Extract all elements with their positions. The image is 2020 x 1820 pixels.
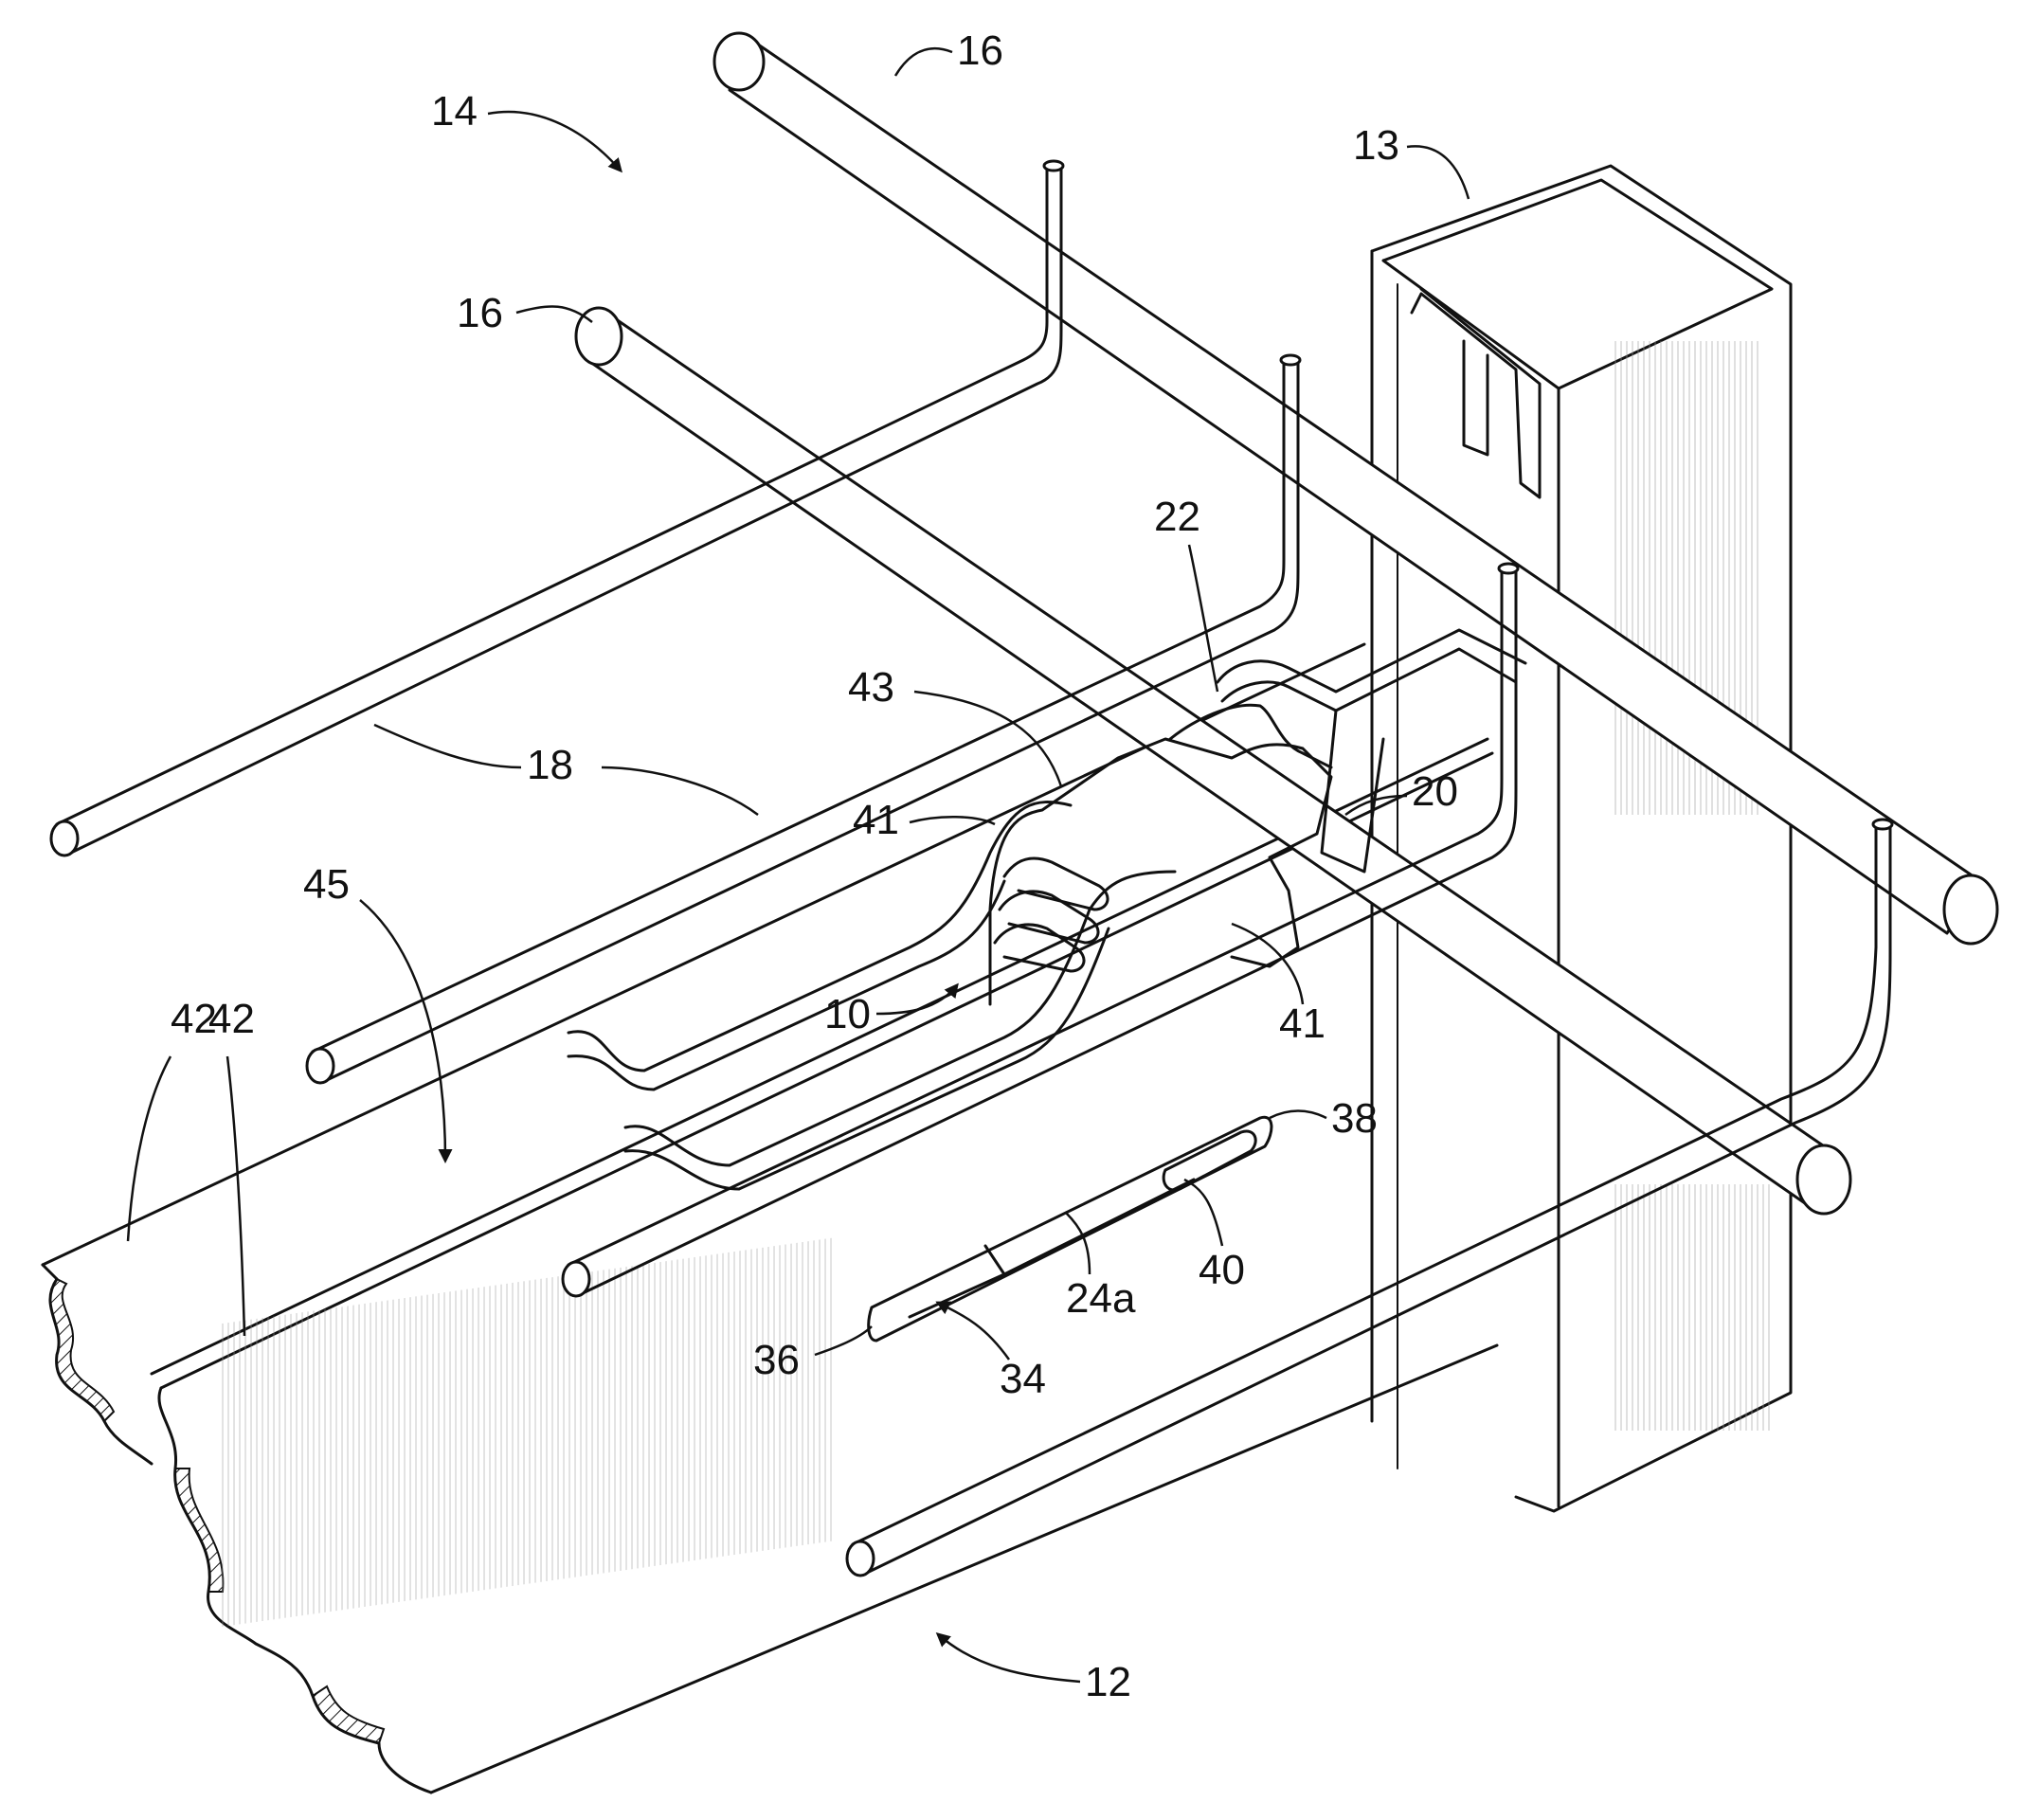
label-16-mid: 16 [457,290,503,336]
label-10: 10 [824,991,871,1037]
label-12: 12 [1085,1659,1131,1705]
label-40: 40 [1199,1247,1245,1293]
label-41-right: 41 [1279,1000,1326,1047]
label-18: 18 [527,742,573,788]
label-14: 14 [431,88,478,135]
label-24a: 24a [1066,1275,1136,1322]
label-36: 36 [753,1337,800,1383]
label-22: 22 [1154,494,1200,540]
label-41-left: 41 [853,797,899,843]
label-20: 20 [1412,768,1458,815]
label-42-b: 42 [208,996,255,1042]
label-38: 38 [1331,1095,1378,1142]
label-34: 34 [1000,1356,1046,1402]
label-16-top: 16 [957,27,1003,74]
label-43: 43 [848,664,894,711]
label-13: 13 [1353,122,1399,169]
support-post [1372,166,1791,1511]
label-45: 45 [303,861,350,908]
